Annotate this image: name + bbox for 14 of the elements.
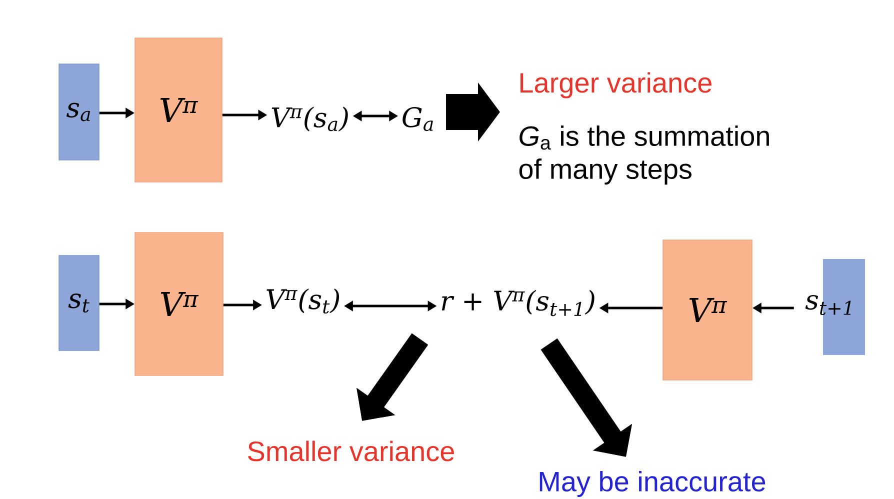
state-box: s$_{t}$ [58, 255, 100, 351]
function-box: V$^{π}$ [134, 38, 222, 182]
formula-text: V$^{π}$(s$_{a}$) [272, 106, 348, 132]
function-box: V$^{π}$ [662, 240, 752, 380]
note-heading: Larger variance [520, 72, 712, 98]
note-text: Smaller variance [248, 440, 454, 462]
formula-text: r + V$^{π}$(s$_{t+1}$) [442, 290, 594, 316]
state-label: s$_{t+1}$ [805, 294, 851, 316]
state-box: s$_{a}$ [58, 64, 100, 160]
function-box: V$^{π}$ [134, 232, 224, 376]
formula-text: G$_{a}$ [402, 106, 433, 132]
note-text: May be inaccurate [540, 470, 766, 498]
note-text: G$_{a}$ is the summation of many steps [519, 126, 769, 185]
formula-text: V$^{π}$(s$_{t}$) [266, 288, 340, 314]
